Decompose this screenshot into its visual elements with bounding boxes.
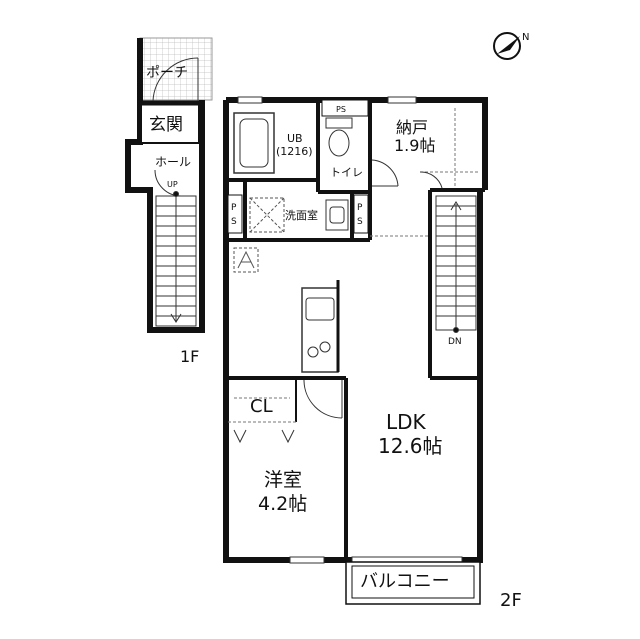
stairs-up-label: UP [167,180,178,189]
stairs-2f [435,195,477,333]
floor-2f: PS P S P S DN [223,96,522,611]
kitchen-sink [305,297,335,321]
window-bath [237,96,263,104]
compass-icon: N [493,32,529,60]
ldk-name-label: LDK [386,410,427,434]
ps-right-p: P [357,203,363,213]
ps-left-p: P [231,203,237,213]
storage-name-label: 納戸 [396,118,428,137]
ps-left-s: S [231,217,237,227]
stove-burner-2 [319,341,331,353]
floor1-label: 1F [180,347,199,366]
toilet-door-swing [371,159,399,187]
toilet-label: トイレ [330,166,363,179]
window-storage [387,96,417,104]
storage-door-swing [419,171,443,189]
western-size-label: 4.2帖 [258,493,307,515]
ub-size-label: (1216) [276,145,313,158]
closet-label: CL [250,396,273,417]
stairs-1f [155,191,197,327]
toilet-fixture [325,117,353,129]
balcony-area [345,561,481,605]
floor2-label: 2F [500,590,522,611]
entrance-area [140,102,200,144]
ps-left [227,194,243,234]
hall-label: ホール [155,155,191,169]
porch-door-swing [152,57,199,102]
window-western [289,556,325,564]
porch-area [139,37,213,101]
ps-right-s: S [357,217,363,227]
storage-size-label: 1.9帖 [394,136,435,155]
washing-machine-space [249,197,285,233]
washroom-label: 洗面室 [285,208,318,222]
ps-top-label: PS [336,105,346,114]
floor1-outer-wall [125,38,205,333]
stove-burner-1 [307,346,319,358]
ps-right [353,194,369,234]
balcony-label: バルコニー [360,571,450,592]
porch-label: ポーチ [146,65,188,81]
western-room-door-swing [303,379,343,419]
compass-north-label: N [522,32,529,43]
ps-top [321,99,369,117]
stairs-dn-label: DN [448,337,462,347]
entrance-label: 玄関 [149,115,183,135]
vent-symbol [233,247,259,273]
western-name-label: 洋室 [264,469,302,491]
ub-label: UB [287,132,303,145]
floor-1f: ポーチ 玄関 ホール UP 1F [125,37,213,366]
ldk-size-label: 12.6帖 [378,434,443,458]
